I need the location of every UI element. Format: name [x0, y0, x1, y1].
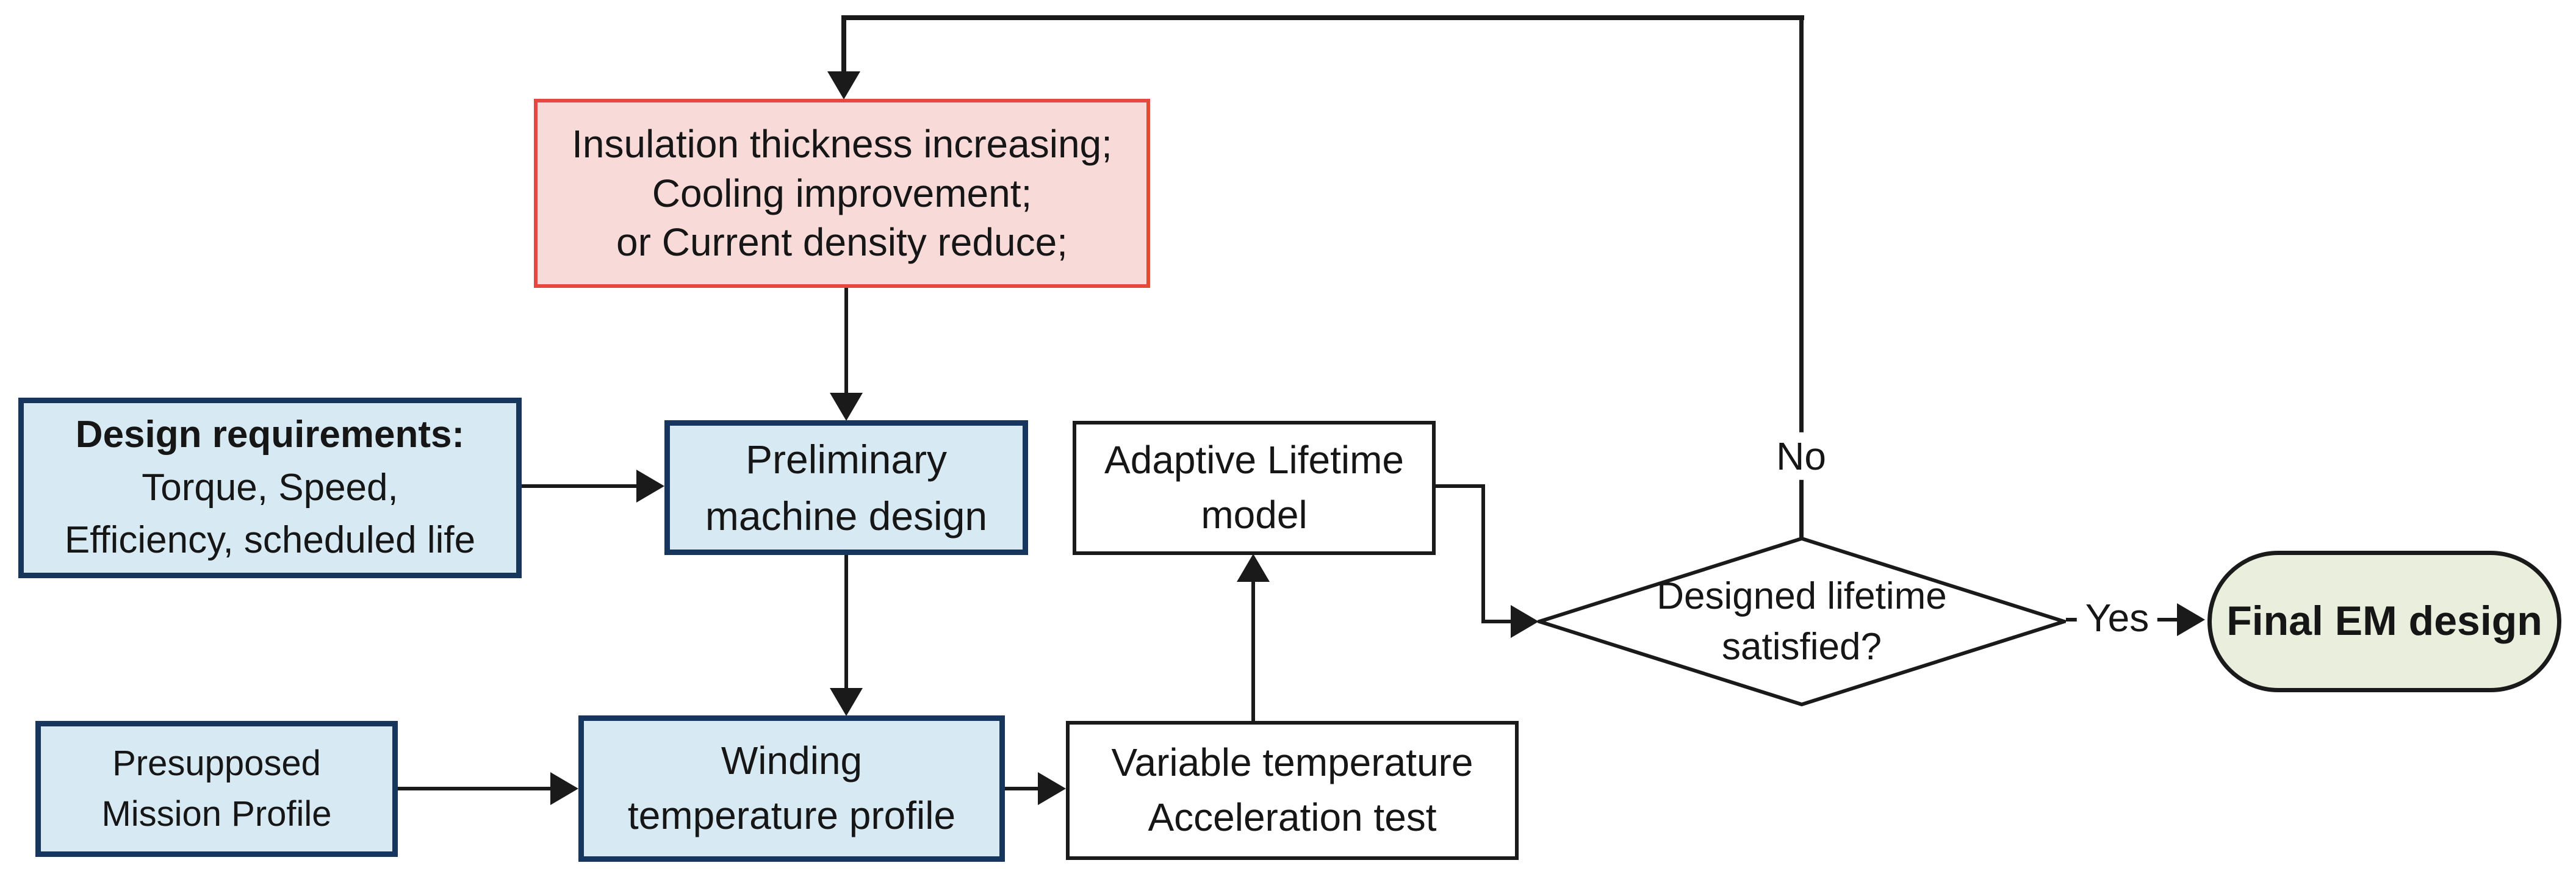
- arrowhead-into-variable-left: [1038, 772, 1066, 805]
- design-requirements-body: Torque, Speed, Efficiency, scheduled lif…: [64, 466, 476, 562]
- node-variable-temperature-test: Variable temperature Acceleration test: [1066, 721, 1519, 860]
- arrowhead-into-decision-left: [1511, 605, 1539, 638]
- connector-variable-to-adaptive: [1251, 580, 1255, 721]
- connector-presupposed-to-winding: [398, 787, 553, 790]
- node-preliminary-machine-design: Preliminary machine design: [664, 420, 1028, 555]
- connector-preliminary-to-winding: [844, 555, 848, 690]
- edge-label-yes: Yes: [2076, 593, 2158, 642]
- arrowhead-into-final: [2177, 603, 2205, 636]
- connector-winding-to-variable: [1005, 787, 1039, 790]
- preliminary-label: Preliminary machine design: [705, 437, 988, 539]
- design-requirements-title: Design requirements:: [75, 413, 465, 456]
- node-adaptive-lifetime-model: Adaptive Lifetime model: [1073, 421, 1436, 555]
- arrowhead-into-preliminary-left: [636, 470, 664, 503]
- connector-feedback-top: [841, 15, 1804, 20]
- edge-label-no: No: [1768, 432, 1835, 481]
- node-final-em-design: Final EM design: [2207, 551, 2561, 692]
- decision-diamond-shape: [1538, 537, 2066, 706]
- connector-design-to-preliminary: [522, 484, 639, 488]
- node-winding-temperature-profile: Winding temperature profile: [578, 715, 1005, 862]
- arrowhead-into-insulation: [827, 71, 860, 99]
- insulation-remedies-label: Insulation thickness increasing; Cooling…: [572, 122, 1112, 265]
- connector-feedback-left-drop: [841, 15, 846, 73]
- arrowhead-into-preliminary-top: [830, 393, 863, 421]
- winding-label: Winding temperature profile: [627, 739, 956, 837]
- decision-label: Designed lifetime satisfied?: [1657, 575, 1947, 668]
- arrowhead-into-winding-top: [830, 688, 863, 716]
- variable-label: Variable temperature Acceleration test: [1111, 740, 1473, 839]
- arrowhead-into-adaptive-bottom: [1237, 554, 1270, 582]
- connector-adaptive-exit-vertical: [1481, 484, 1485, 621]
- node-decision-lifetime-satisfied: Designed lifetime satisfied?: [1538, 537, 2066, 706]
- connector-adaptive-exit-horizontal: [1436, 484, 1485, 488]
- node-insulation-remedies: Insulation thickness increasing; Cooling…: [534, 99, 1150, 288]
- node-design-requirements: Design requirements: Torque, Speed, Effi…: [18, 398, 522, 578]
- presupposed-label: Presupposed Mission Profile: [101, 743, 332, 834]
- adaptive-label: Adaptive Lifetime model: [1104, 438, 1404, 537]
- node-presupposed-mission-profile: Presupposed Mission Profile: [35, 721, 398, 857]
- connector-insulation-to-preliminary: [844, 288, 848, 395]
- final-label: Final EM design: [2226, 598, 2542, 645]
- connector-adaptive-exit-bottom: [1481, 620, 1513, 623]
- connector-no-vertical: [1799, 18, 1804, 538]
- arrowhead-into-winding-left: [550, 772, 578, 805]
